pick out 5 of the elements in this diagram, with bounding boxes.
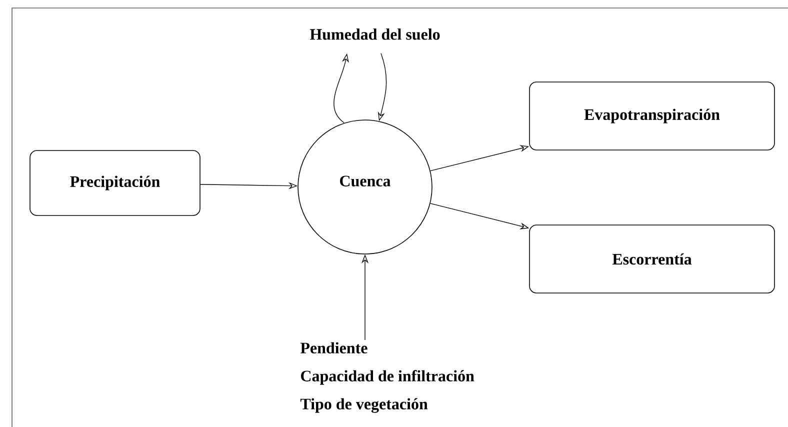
label-text: Humedad del suelo: [310, 28, 440, 40]
process-box: Evapotranspiración: [529, 82, 775, 150]
process-box: Precipitación: [30, 150, 200, 216]
factor-list: Pendiente Capacidad de infiltración Tipo de vegetación: [300, 342, 474, 413]
process-box: Escorrentía: [529, 224, 775, 294]
